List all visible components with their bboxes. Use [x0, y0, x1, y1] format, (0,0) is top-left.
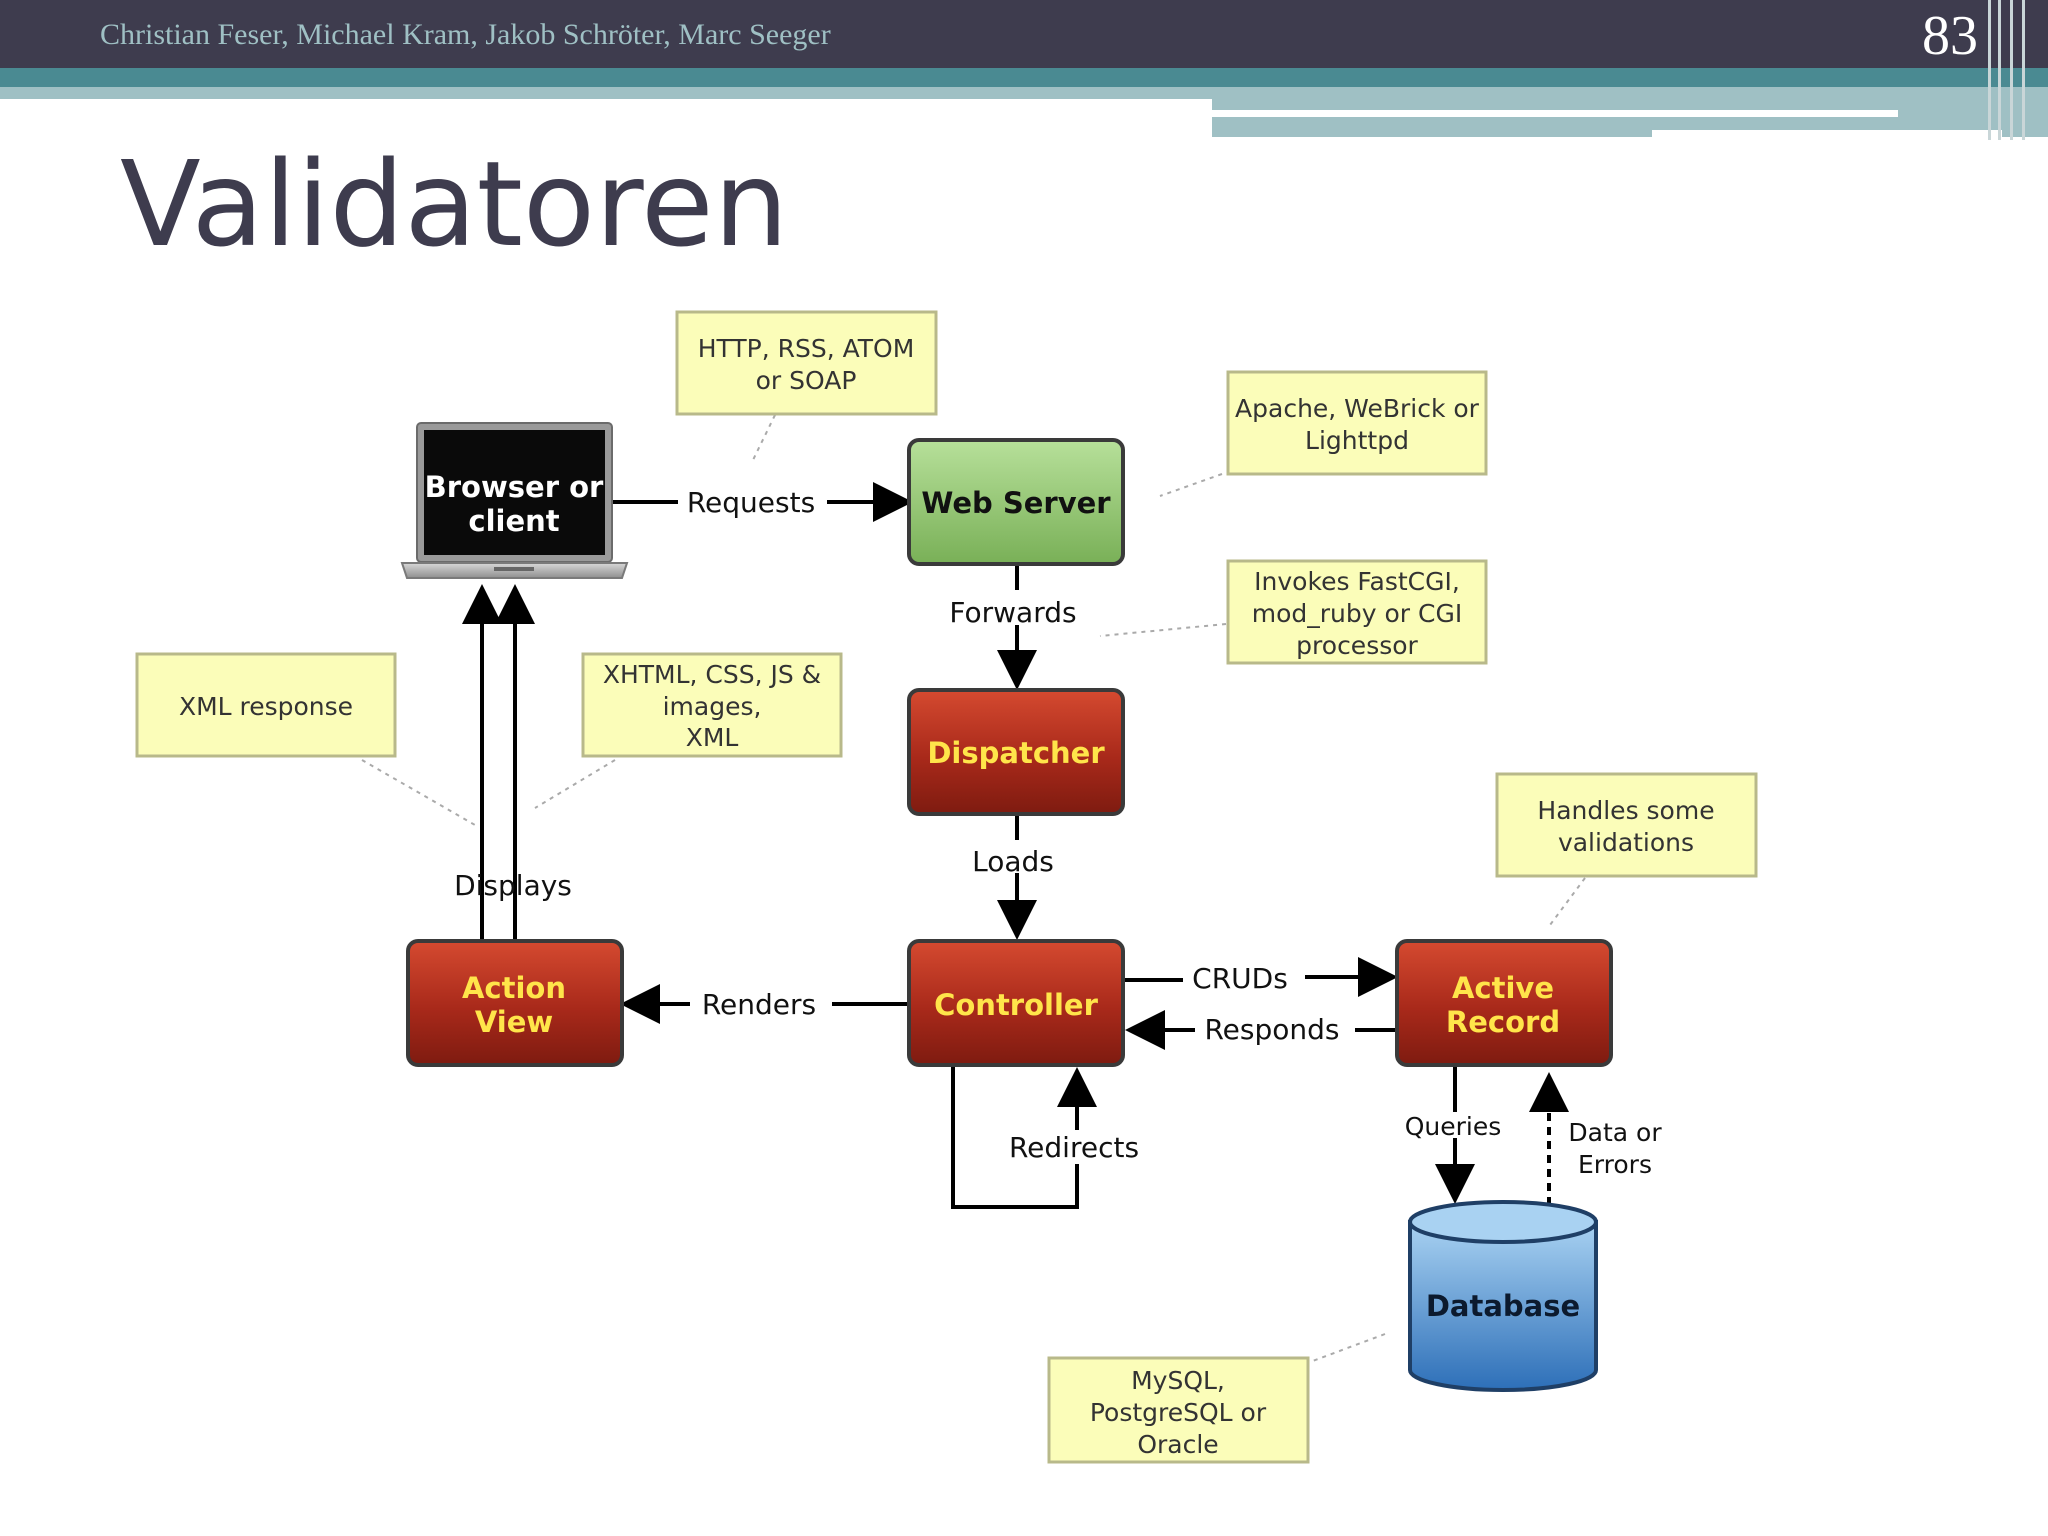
database-cylinder: [1408, 1200, 1598, 1392]
dispatcher-label: Dispatcher: [927, 736, 1105, 770]
forwards-label: Forwards: [949, 596, 1076, 629]
requests-label: Requests: [687, 486, 815, 519]
note-connector: [1159, 473, 1223, 497]
displays-label: Displays: [454, 869, 572, 902]
redirects-label: Redirects: [1009, 1131, 1139, 1164]
web-server-box: [907, 438, 1125, 566]
controller-label: Controller: [934, 988, 1098, 1022]
active-record-box: [1395, 939, 1613, 1067]
loads-label: Loads: [972, 845, 1054, 878]
note-validations: [1495, 772, 1758, 878]
header-band-cut: [1652, 130, 2002, 140]
decor-line: [1988, 0, 1991, 140]
note-apache: [1226, 370, 1488, 476]
decor-line: [1998, 0, 2001, 140]
responds-label: Responds: [1204, 1013, 1339, 1046]
cruds-label: CRUDs: [1192, 962, 1288, 995]
redirects-loop: [951, 1066, 1079, 1209]
note-connector: [751, 414, 776, 463]
note-mysql: [1047, 1356, 1310, 1464]
dispatcher-box: [907, 688, 1125, 816]
authors-line: Christian Feser, Michael Kram, Jakob Sch…: [100, 18, 831, 51]
web-server-label: Web Server: [921, 486, 1111, 520]
slide-title: Validatoren: [120, 135, 789, 273]
note-xhtml-text: XHTML, CSS, JS &images,XML: [603, 660, 821, 752]
slide-header: [0, 0, 2048, 68]
note-xml-response: [135, 652, 397, 758]
note-fastcgi: [1226, 559, 1488, 665]
note-connector: [1549, 877, 1586, 926]
note-http: [675, 310, 938, 416]
note-connector: [534, 759, 616, 809]
decor-line: [2022, 0, 2025, 140]
action-view-box: [406, 939, 624, 1067]
header-band-line: [1212, 110, 1898, 117]
laptop-icon: [400, 422, 629, 579]
note-connector: [1309, 1333, 1386, 1363]
slide-number: 83: [1922, 5, 1978, 67]
note-connector: [1099, 623, 1227, 637]
note-connector: [361, 759, 476, 826]
controller-box: [907, 939, 1125, 1067]
database-label: Database: [1426, 1289, 1580, 1323]
header-band: [0, 68, 2048, 87]
note-xml-response-text: XML response: [179, 692, 353, 721]
decor-line: [2010, 0, 2013, 140]
queries-label: Queries: [1405, 1112, 1502, 1141]
header-band-light: [0, 87, 1212, 99]
note-xhtml: [581, 652, 843, 758]
renders-label: Renders: [702, 988, 816, 1021]
